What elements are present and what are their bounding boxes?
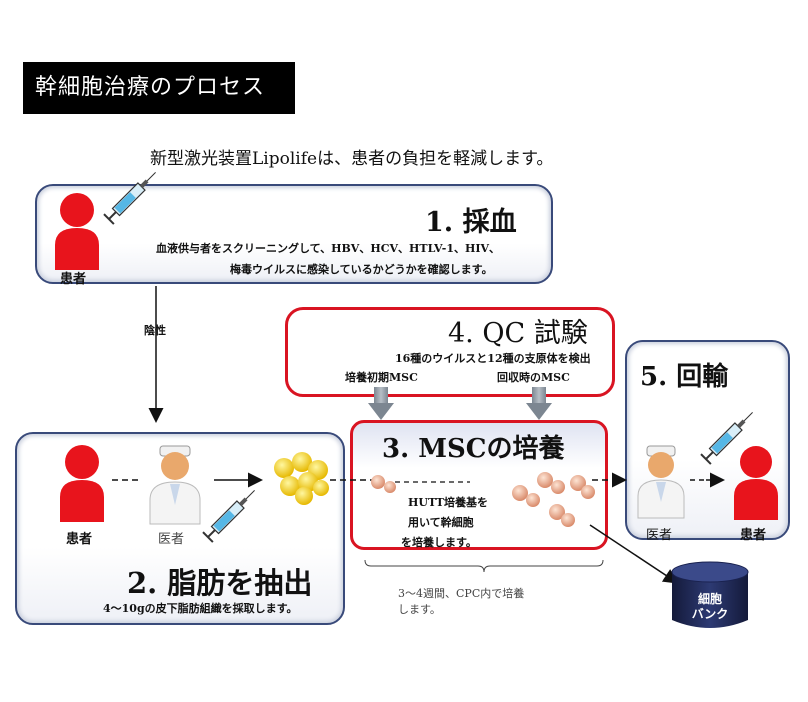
negative-label: 陰性	[144, 324, 166, 337]
fat-tissue-icon	[274, 452, 329, 505]
duration-line2: します。	[398, 603, 441, 616]
step5-patient-label: 患者	[740, 528, 767, 543]
doctor-icon-step5	[637, 445, 685, 519]
step2-doctor-label: 医者	[158, 532, 185, 547]
page-title: 幹細胞治療のプロセス	[23, 62, 295, 114]
step2-desc: 4～10gの皮下脂肪組織を採取します。	[103, 602, 298, 615]
syringe-icon-step5	[700, 412, 753, 465]
qc-arrow-collect	[526, 387, 552, 420]
step1-desc-line1: 血液供与者をスクリーニングして、HBV、HCV、HTLV-1、HIV、	[156, 242, 501, 255]
step1-desc-line2: 梅毒ウイルスに感染しているかどうかを確認します。	[230, 263, 493, 276]
msc-cell-icon-cluster	[512, 472, 595, 527]
step2-patient-label: 患者	[66, 532, 93, 547]
patient-icon-step2	[60, 445, 104, 522]
syringe-icon-step1	[103, 172, 156, 225]
cell-bank-label-line2: バンク	[691, 607, 729, 621]
step1-patient-label: 患者	[60, 272, 87, 287]
doctor-icon-step2	[149, 445, 201, 525]
step5-doctor-label: 医者	[646, 528, 673, 543]
step3-desc-line2: 用いて幹細胞	[408, 516, 474, 529]
cell-bank-icon	[671, 561, 749, 628]
duration-line1: 3～4週間、CPC内で培養	[398, 587, 525, 600]
msc-cell-icon-initial	[371, 475, 396, 493]
qc-arrow-initial	[368, 387, 394, 420]
arrow-to-cell-bank	[589, 524, 679, 584]
syringe-icon-step2	[202, 490, 255, 543]
subtitle: 新型激光装置Lipolifeは、患者の負担を軽減します。	[150, 149, 554, 169]
step4-label-collect: 回収時のMSC	[497, 371, 570, 384]
patient-icon-step5	[734, 446, 778, 520]
step4-label-initial: 培養初期MSC	[345, 371, 418, 384]
step4-box	[285, 307, 615, 397]
step3-title: 3. MSCの培養	[382, 434, 565, 464]
step3-desc-line3: を培養します。	[401, 536, 477, 549]
step5-title: 5. 回輸	[640, 362, 729, 392]
duration-bracket	[364, 559, 604, 573]
cell-bank-label-line1: 細胞	[697, 592, 722, 606]
step3-desc-line1: HUTT培養基を	[408, 496, 488, 509]
step4-desc: 16種のウイルスと12種の支原体を検出	[395, 352, 591, 365]
step2-title: 2. 脂肪を抽出	[127, 566, 313, 600]
patient-icon-step1	[55, 193, 99, 270]
step4-title: 4. QC 試験	[448, 318, 588, 349]
step1-title: 1. 採血	[425, 207, 517, 238]
